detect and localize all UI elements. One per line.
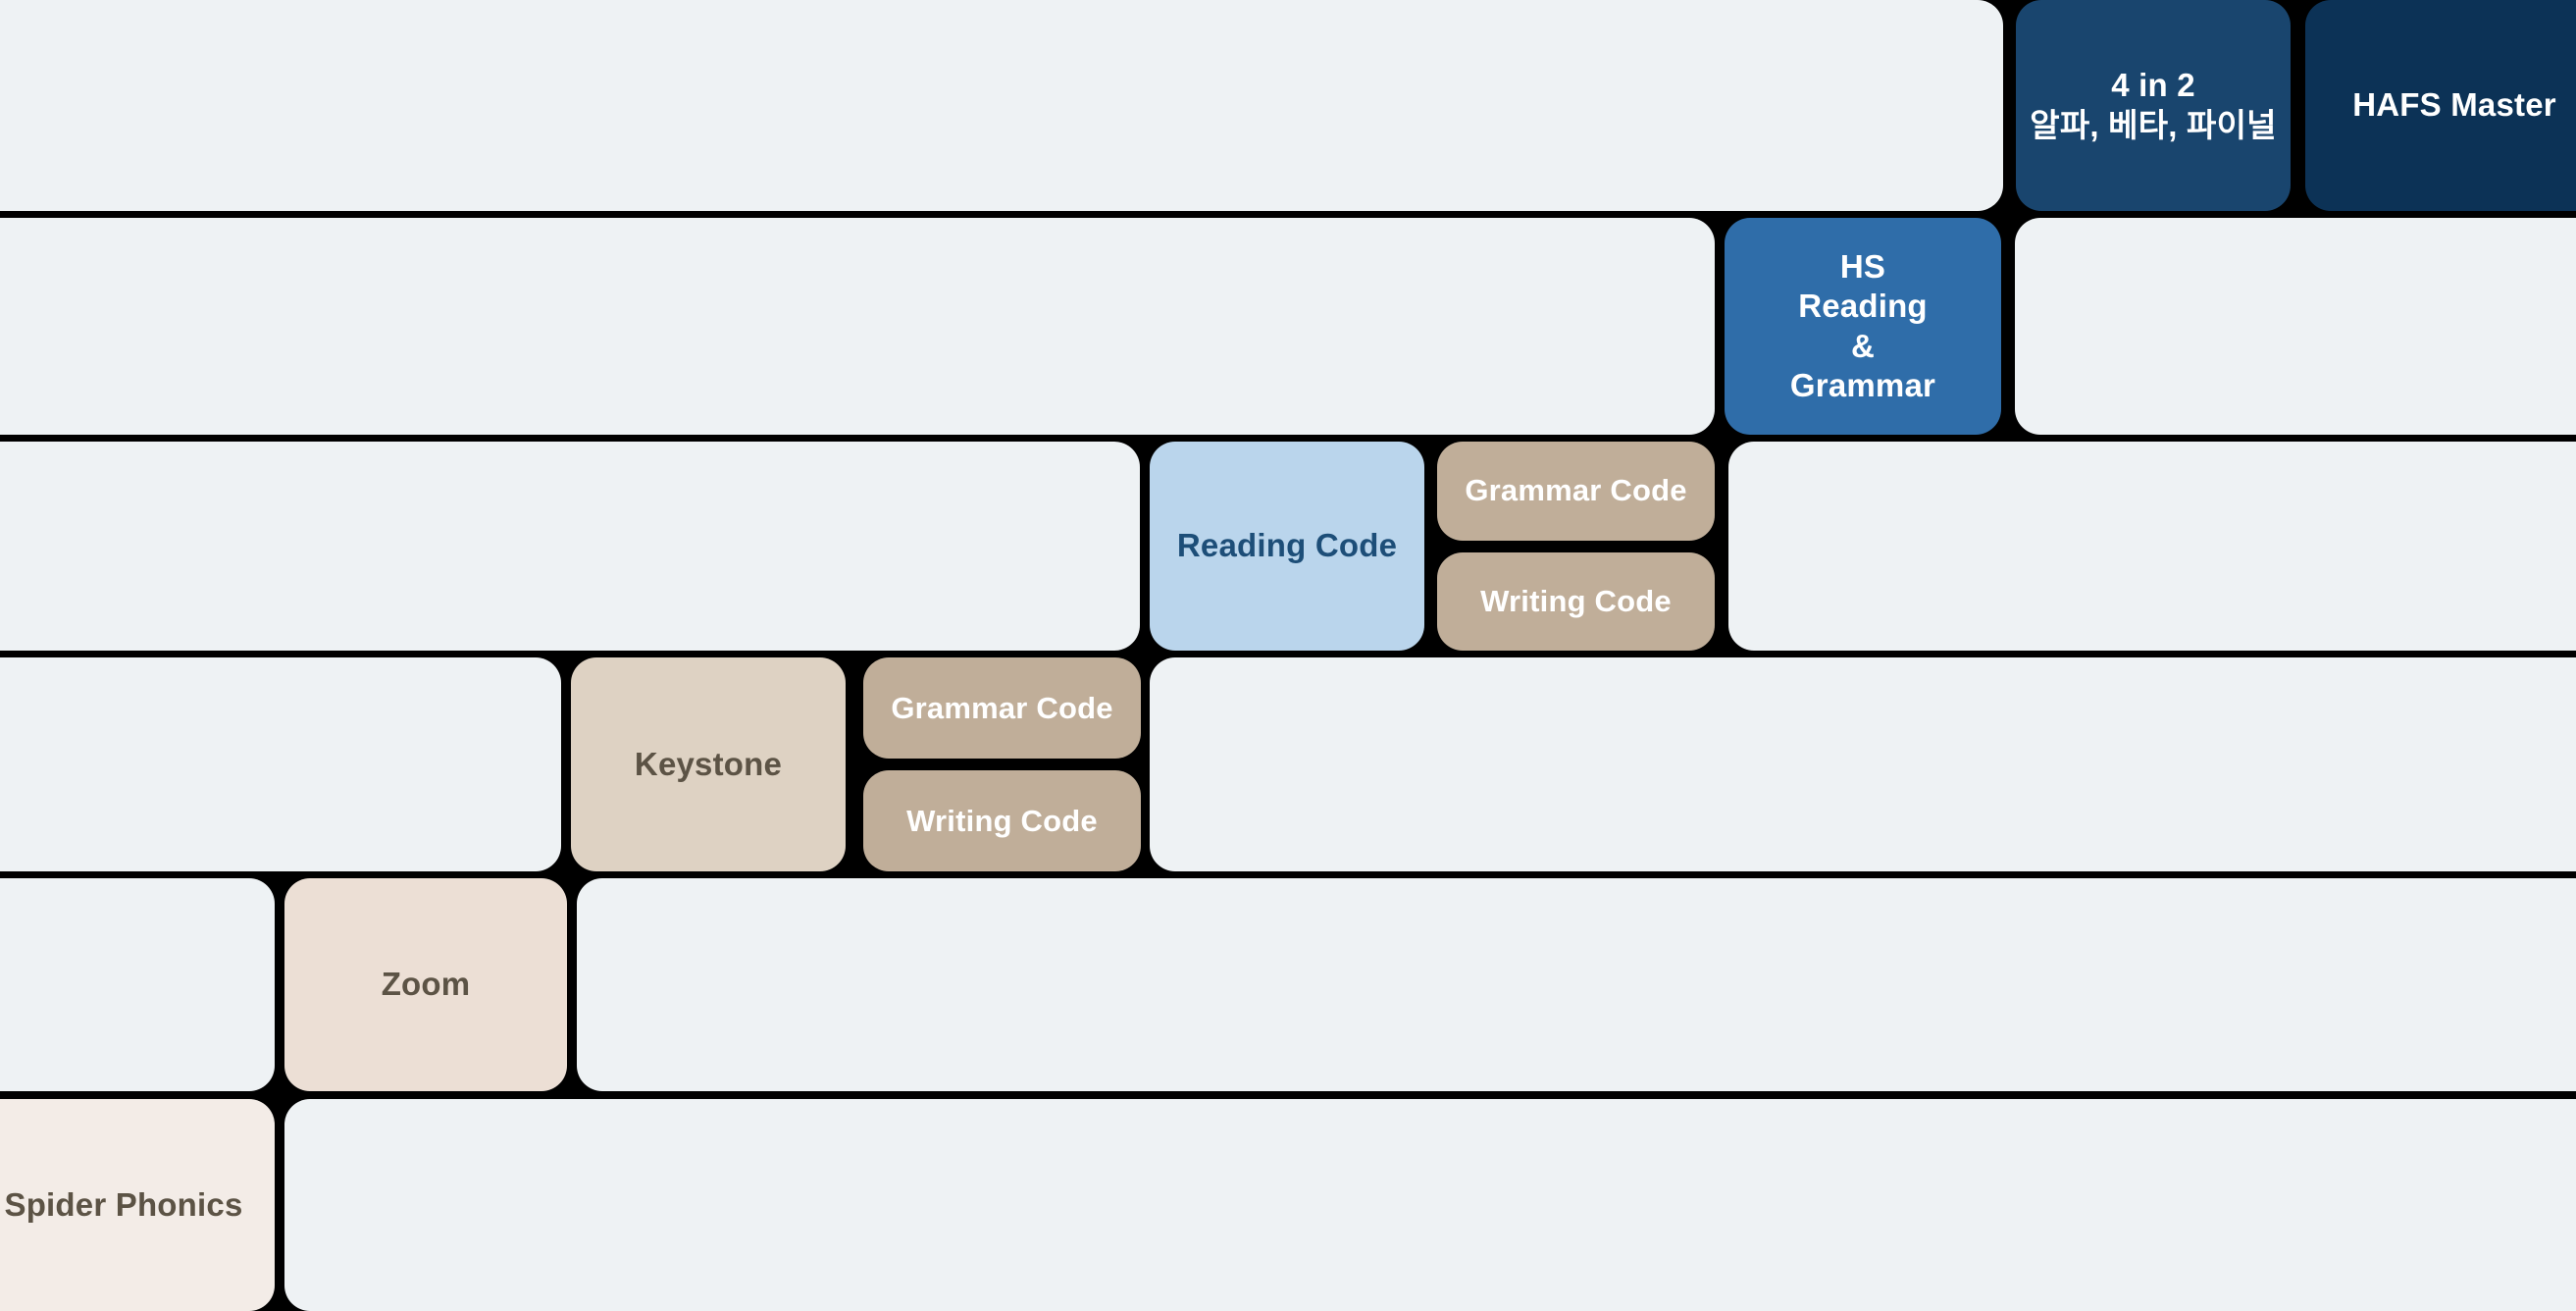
- empty-slot-r4c4: [1150, 657, 2576, 871]
- empty-slot-r1c1: [0, 0, 2003, 211]
- course-keystone[interactable]: Keystone: [571, 657, 846, 871]
- board-row-5: Zoom: [0, 878, 2576, 1091]
- empty-slot-r6c2: [284, 1099, 2576, 1311]
- course-writing-code-hs[interactable]: Writing Code: [1437, 551, 1715, 651]
- course-writing-code-keystone[interactable]: Writing Code: [863, 770, 1141, 871]
- empty-slot-r5c1: [0, 878, 275, 1091]
- course-hafs-master[interactable]: HAFS Master: [2305, 0, 2576, 211]
- empty-slot-r4c1: [0, 657, 561, 871]
- empty-slot-r3c4: [1728, 442, 2576, 651]
- empty-slot-r3c1: [0, 442, 1140, 651]
- course-grammar-code-hs[interactable]: Grammar Code: [1437, 442, 1715, 541]
- course-reading-code[interactable]: Reading Code: [1150, 442, 1424, 651]
- course-spider-phonics[interactable]: Spider Phonics: [0, 1099, 275, 1311]
- course-grammar-code-keystone[interactable]: Grammar Code: [863, 657, 1141, 759]
- empty-slot-r2c1: [0, 218, 1715, 435]
- course-zoom[interactable]: Zoom: [284, 878, 567, 1091]
- board-row-6: Spider Phonics: [0, 1099, 2576, 1311]
- empty-slot-r5c3: [577, 878, 2576, 1091]
- empty-slot-r2c3: [2015, 218, 2576, 435]
